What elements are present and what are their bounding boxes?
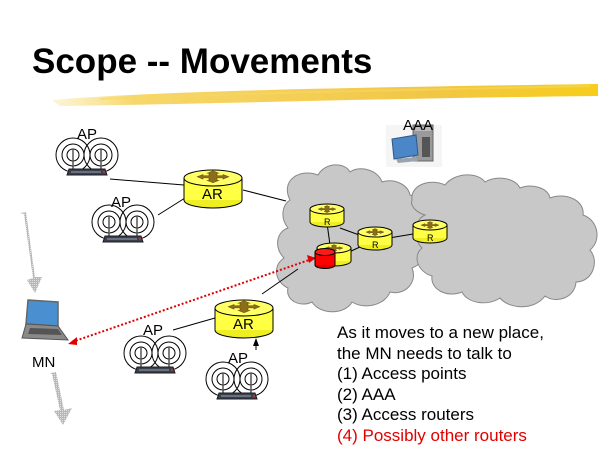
ap-label-4: AP <box>228 350 248 367</box>
movement-arrow-down-1 <box>20 212 42 293</box>
ap-label-1: AP <box>77 126 97 143</box>
description-line: the MN needs to talk to <box>337 343 512 363</box>
description-line: As it moves to a new place, <box>337 323 544 342</box>
ar-label-1: AR <box>202 186 223 203</box>
ap-label-2: AP <box>111 194 131 211</box>
slide-title: Scope -- Movements <box>32 42 373 81</box>
core-router-label-1: R <box>324 217 331 227</box>
ar-label-2: AR <box>233 316 254 333</box>
laptop-icon <box>21 299 70 341</box>
core-router-label-2: R <box>372 240 379 250</box>
description-line: (2) AAA <box>337 384 396 404</box>
red-router <box>314 248 336 269</box>
core-router-label-3: R <box>427 233 434 243</box>
description-highlight-line: (4) Possibly other routers <box>337 425 527 445</box>
description-line: (3) Access routers <box>337 405 474 424</box>
access-point-4 <box>205 361 269 400</box>
aaa-server-icon <box>386 124 442 167</box>
title-underline <box>52 84 598 106</box>
access-point-3 <box>123 335 187 374</box>
movement-arrow-down-2 <box>50 372 72 425</box>
network-cloud-left <box>276 164 428 313</box>
movement-path <box>68 255 316 345</box>
ap-label-3: AP <box>143 322 163 339</box>
description-line: (1) Access points <box>337 364 467 383</box>
network-cloud-right <box>411 174 598 308</box>
aaa-label: AAA <box>403 117 433 134</box>
description-text: As it moves to a new place, the MN needs… <box>337 323 544 446</box>
arrow-head <box>253 338 259 346</box>
mn-label: MN <box>32 354 55 371</box>
access-point-1 <box>55 137 119 176</box>
